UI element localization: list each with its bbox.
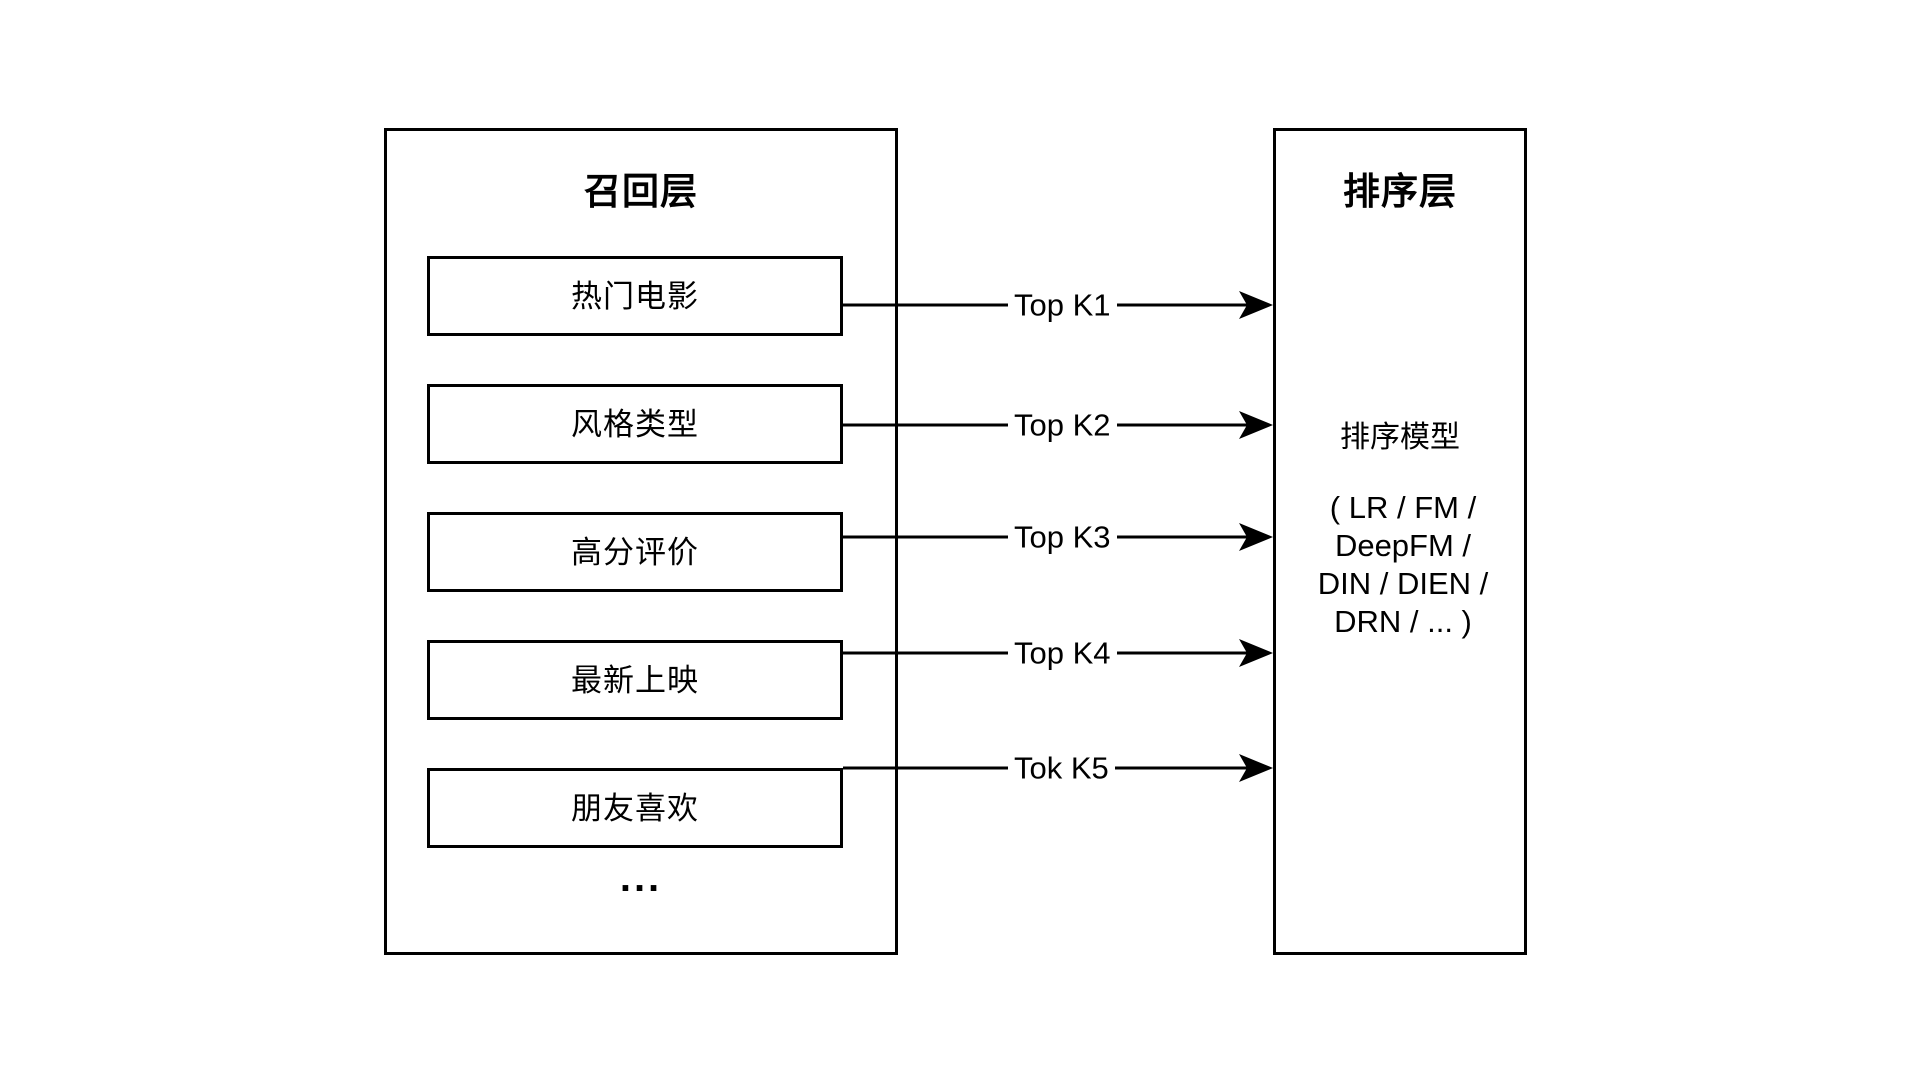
recall-item-label: 朋友喜欢 [571, 790, 699, 826]
connector-label-top-k3: Top K3 [1008, 521, 1117, 553]
ranking-model-list-line: ( LR / FM / [1329, 490, 1477, 525]
ranking-model-name: 排序模型 [1340, 421, 1460, 454]
recall-item-high-rating[interactable]: 高分评价 [427, 512, 843, 592]
connector-label-top-k2: Top K2 [1008, 409, 1117, 441]
recall-more-ellipsis: ... [619, 856, 663, 900]
ranking-model-list-line: DRN / ... ) [1334, 604, 1472, 639]
recall-item-genre[interactable]: 风格类型 [427, 384, 843, 464]
arrowhead-icon-3 [1239, 523, 1273, 551]
connector-label-top-k4: Top K4 [1008, 637, 1117, 669]
ranking-model-list-line: DIN / DIEN / [1317, 566, 1489, 601]
ranking-layer-title: 排序层 [1343, 171, 1457, 212]
recall-layer-title: 召回层 [584, 171, 698, 212]
ranking-model-list: ( LR / FM / DeepFM / DIN / DIEN / DRN / … [1284, 489, 1522, 641]
arrowhead-icon-4 [1239, 639, 1273, 667]
recall-layer-panel: 召回层 热门电影 风格类型 高分评价 最新上映 朋友喜欢 ... [384, 128, 898, 955]
ranking-model-list-line: DeepFM / [1334, 528, 1472, 563]
recall-item-label: 风格类型 [571, 406, 699, 442]
arrowhead-icon-5 [1239, 754, 1273, 782]
arrowhead-icon-1 [1239, 291, 1273, 319]
connector-label-tok-k5: Tok K5 [1008, 752, 1115, 784]
recall-item-label: 热门电影 [571, 278, 699, 314]
arrowhead-icon-2 [1239, 411, 1273, 439]
recall-item-friends-like[interactable]: 朋友喜欢 [427, 768, 843, 848]
connector-label-top-k1: Top K1 [1008, 289, 1117, 321]
ranking-layer-panel: 排序层 排序模型 ( LR / FM / DeepFM / DIN / DIEN… [1273, 128, 1527, 955]
recall-item-label: 最新上映 [571, 662, 699, 698]
recall-item-newest-release[interactable]: 最新上映 [427, 640, 843, 720]
recall-item-label: 高分评价 [571, 534, 699, 570]
recall-item-hot-movies[interactable]: 热门电影 [427, 256, 843, 336]
